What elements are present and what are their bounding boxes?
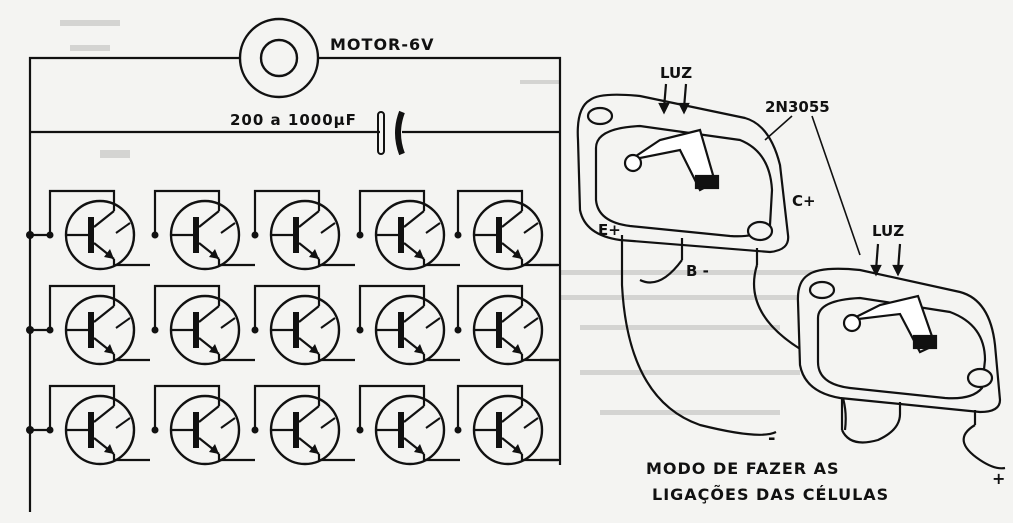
collector-label: C+ xyxy=(792,192,816,210)
base-label: B - xyxy=(686,262,709,280)
phototransistor-cell xyxy=(356,384,460,466)
bus-junction-dot xyxy=(26,326,34,334)
phototransistor-cell xyxy=(46,284,150,366)
phototransistor-grid xyxy=(26,189,560,466)
caption-line-1: MODO DE FAZER AS xyxy=(646,459,840,478)
phototransistor-cell xyxy=(454,284,558,366)
capacitor-symbol xyxy=(377,110,405,156)
motor-symbol xyxy=(238,17,320,99)
phototransistor-cell xyxy=(46,384,150,466)
phototransistor-cell xyxy=(454,384,558,466)
transistor-drawing-1 xyxy=(576,83,847,436)
phototransistor-cell xyxy=(356,284,460,366)
power-rails xyxy=(28,56,562,512)
minus-terminal-label: - xyxy=(768,428,775,449)
light-label-1: LUZ xyxy=(660,64,692,82)
emitter-label: E+ xyxy=(598,221,621,239)
phototransistor-cell xyxy=(454,189,558,271)
part-number-label: 2N3055 xyxy=(765,98,830,116)
phototransistor-cell xyxy=(151,284,255,366)
phototransistor-cell xyxy=(251,384,355,466)
transistor-drawing-2 xyxy=(796,243,1006,470)
plus-terminal-label: + xyxy=(992,469,1005,488)
part-leader-lines xyxy=(764,115,861,256)
phototransistor-cell xyxy=(251,284,355,366)
caption-line-2: LIGAÇÕES DAS CÉLULAS xyxy=(652,485,889,504)
bus-junction-dot xyxy=(26,426,34,434)
light-label-2: LUZ xyxy=(872,222,904,240)
background-bleed-through xyxy=(60,20,820,415)
capacitor-label: 200 a 1000µF xyxy=(230,111,357,129)
phototransistor-cell xyxy=(151,384,255,466)
motor-label: MOTOR-6V xyxy=(330,35,435,54)
phototransistor-cell xyxy=(151,189,255,271)
bus-junction-dot xyxy=(26,231,34,239)
phototransistor-cell xyxy=(356,189,460,271)
phototransistor-cell xyxy=(251,189,355,271)
phototransistor-cell xyxy=(46,189,150,271)
